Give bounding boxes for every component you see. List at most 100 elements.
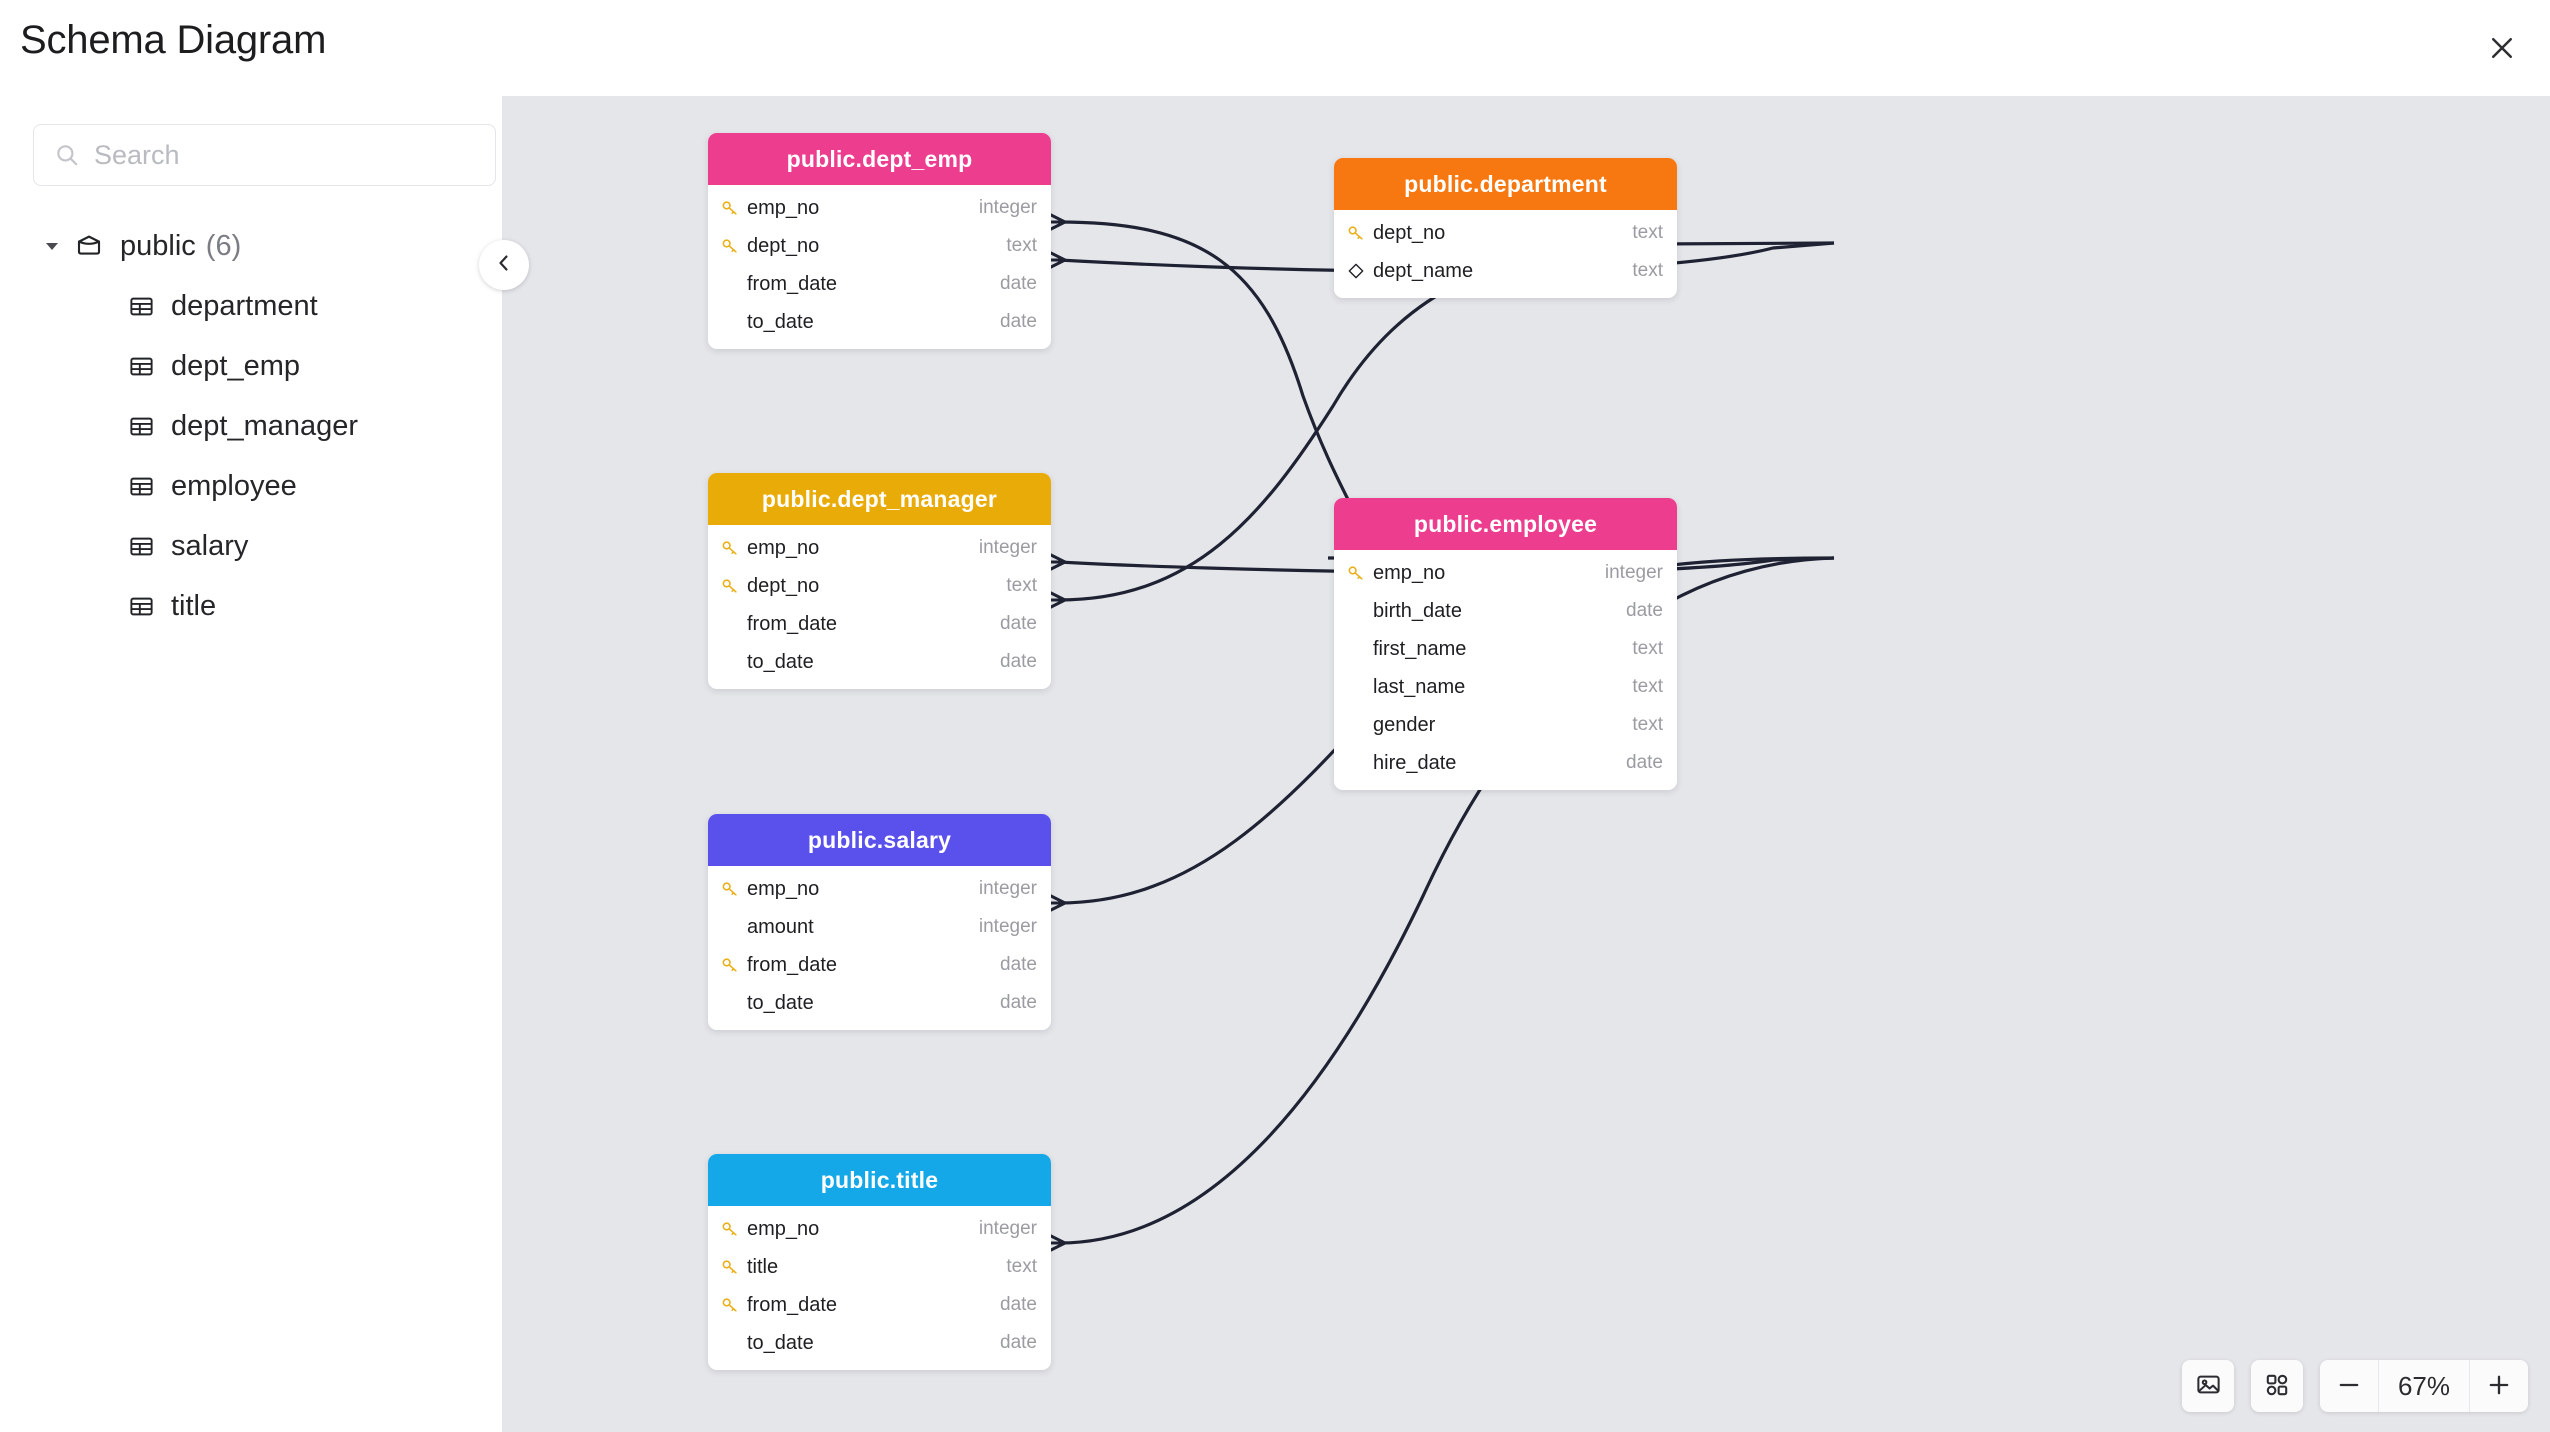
key-icon — [1346, 563, 1366, 583]
chevron-left-icon — [492, 251, 516, 280]
table-node-title: public.employee — [1334, 498, 1677, 550]
column-type: text — [1632, 714, 1663, 735]
column-row[interactable]: emp_no integer — [708, 189, 1051, 227]
column-name: dept_no — [1373, 221, 1446, 244]
table-node-title: public.salary — [708, 814, 1051, 866]
table-node-title: public.title — [708, 1154, 1051, 1206]
sidebar-item-label: employee — [171, 469, 297, 502]
key-icon — [720, 1219, 740, 1239]
table-icon — [128, 353, 155, 380]
auto-layout-button[interactable] — [2251, 1360, 2303, 1412]
key-icon — [720, 198, 740, 218]
column-type: text — [1632, 676, 1663, 697]
column-type: date — [1000, 1332, 1037, 1353]
column-type: integer — [978, 916, 1037, 937]
sidebar-item-dept_emp[interactable]: dept_emp — [0, 336, 503, 396]
table-node-title: public.dept_manager — [708, 473, 1051, 525]
edge-markers — [1041, 209, 1067, 1256]
zoom-out-button[interactable] — [2320, 1360, 2378, 1412]
sidebar-item-dept_manager[interactable]: dept_manager — [0, 396, 503, 456]
key-icon — [720, 879, 740, 899]
column-name: emp_no — [747, 196, 820, 219]
table-node-title: public.department — [1334, 158, 1677, 210]
search-input[interactable] — [94, 125, 464, 185]
table-icon — [128, 473, 155, 500]
canvas-toolbar: 67% — [2182, 1360, 2528, 1412]
export-image-button[interactable] — [2182, 1360, 2234, 1412]
tree-node-public[interactable]: public (6) — [0, 216, 503, 276]
edge-title-employee — [1058, 556, 1835, 1245]
column-name: emp_no — [747, 877, 820, 900]
column-row[interactable]: from_date date — [708, 1286, 1051, 1324]
column-name: amount — [747, 915, 814, 938]
sidebar-collapse-button[interactable] — [479, 240, 529, 290]
table-icon — [128, 593, 155, 620]
key-icon — [720, 1295, 740, 1315]
column-row[interactable]: dept_no text — [1334, 214, 1677, 252]
diamond-icon — [1346, 261, 1366, 281]
zoom-level-label[interactable]: 67% — [2378, 1360, 2470, 1412]
column-icon-none — [1346, 639, 1366, 659]
column-type: date — [1000, 1294, 1037, 1315]
sidebar-item-title[interactable]: title — [0, 576, 503, 636]
chevron-down-icon[interactable] — [40, 234, 64, 258]
key-icon — [720, 236, 740, 256]
column-row[interactable]: first_name text — [1334, 630, 1677, 668]
key-icon — [720, 576, 740, 596]
column-name: from_date — [747, 1293, 838, 1316]
column-type: text — [1632, 222, 1663, 243]
grid-icon — [2264, 1372, 2290, 1401]
column-icon-none — [1346, 677, 1366, 697]
column-icon-none — [720, 614, 740, 634]
key-icon — [720, 538, 740, 558]
schema-name: public — [120, 229, 196, 262]
sidebar-item-department[interactable]: department — [0, 276, 503, 336]
sidebar-item-label: department — [171, 289, 318, 322]
sidebar-item-employee[interactable]: employee — [0, 456, 503, 516]
column-name: first_name — [1373, 637, 1467, 660]
table-icon — [128, 413, 155, 440]
column-name: from_date — [747, 953, 838, 976]
sidebar-item-salary[interactable]: salary — [0, 516, 503, 576]
column-name: emp_no — [1373, 561, 1446, 584]
column-type: text — [1006, 1256, 1037, 1277]
search-box[interactable] — [33, 124, 496, 186]
column-name: to_date — [747, 650, 814, 673]
zoom-in-button[interactable] — [2470, 1360, 2528, 1412]
close-button[interactable] — [2472, 18, 2532, 78]
column-type: text — [1632, 638, 1663, 659]
edge-dept_emp-employee — [1058, 220, 1368, 560]
table-icon — [128, 293, 155, 320]
column-name: birth_date — [1373, 599, 1462, 622]
column-row[interactable]: amount integer — [708, 908, 1051, 946]
column-type: integer — [978, 197, 1037, 218]
